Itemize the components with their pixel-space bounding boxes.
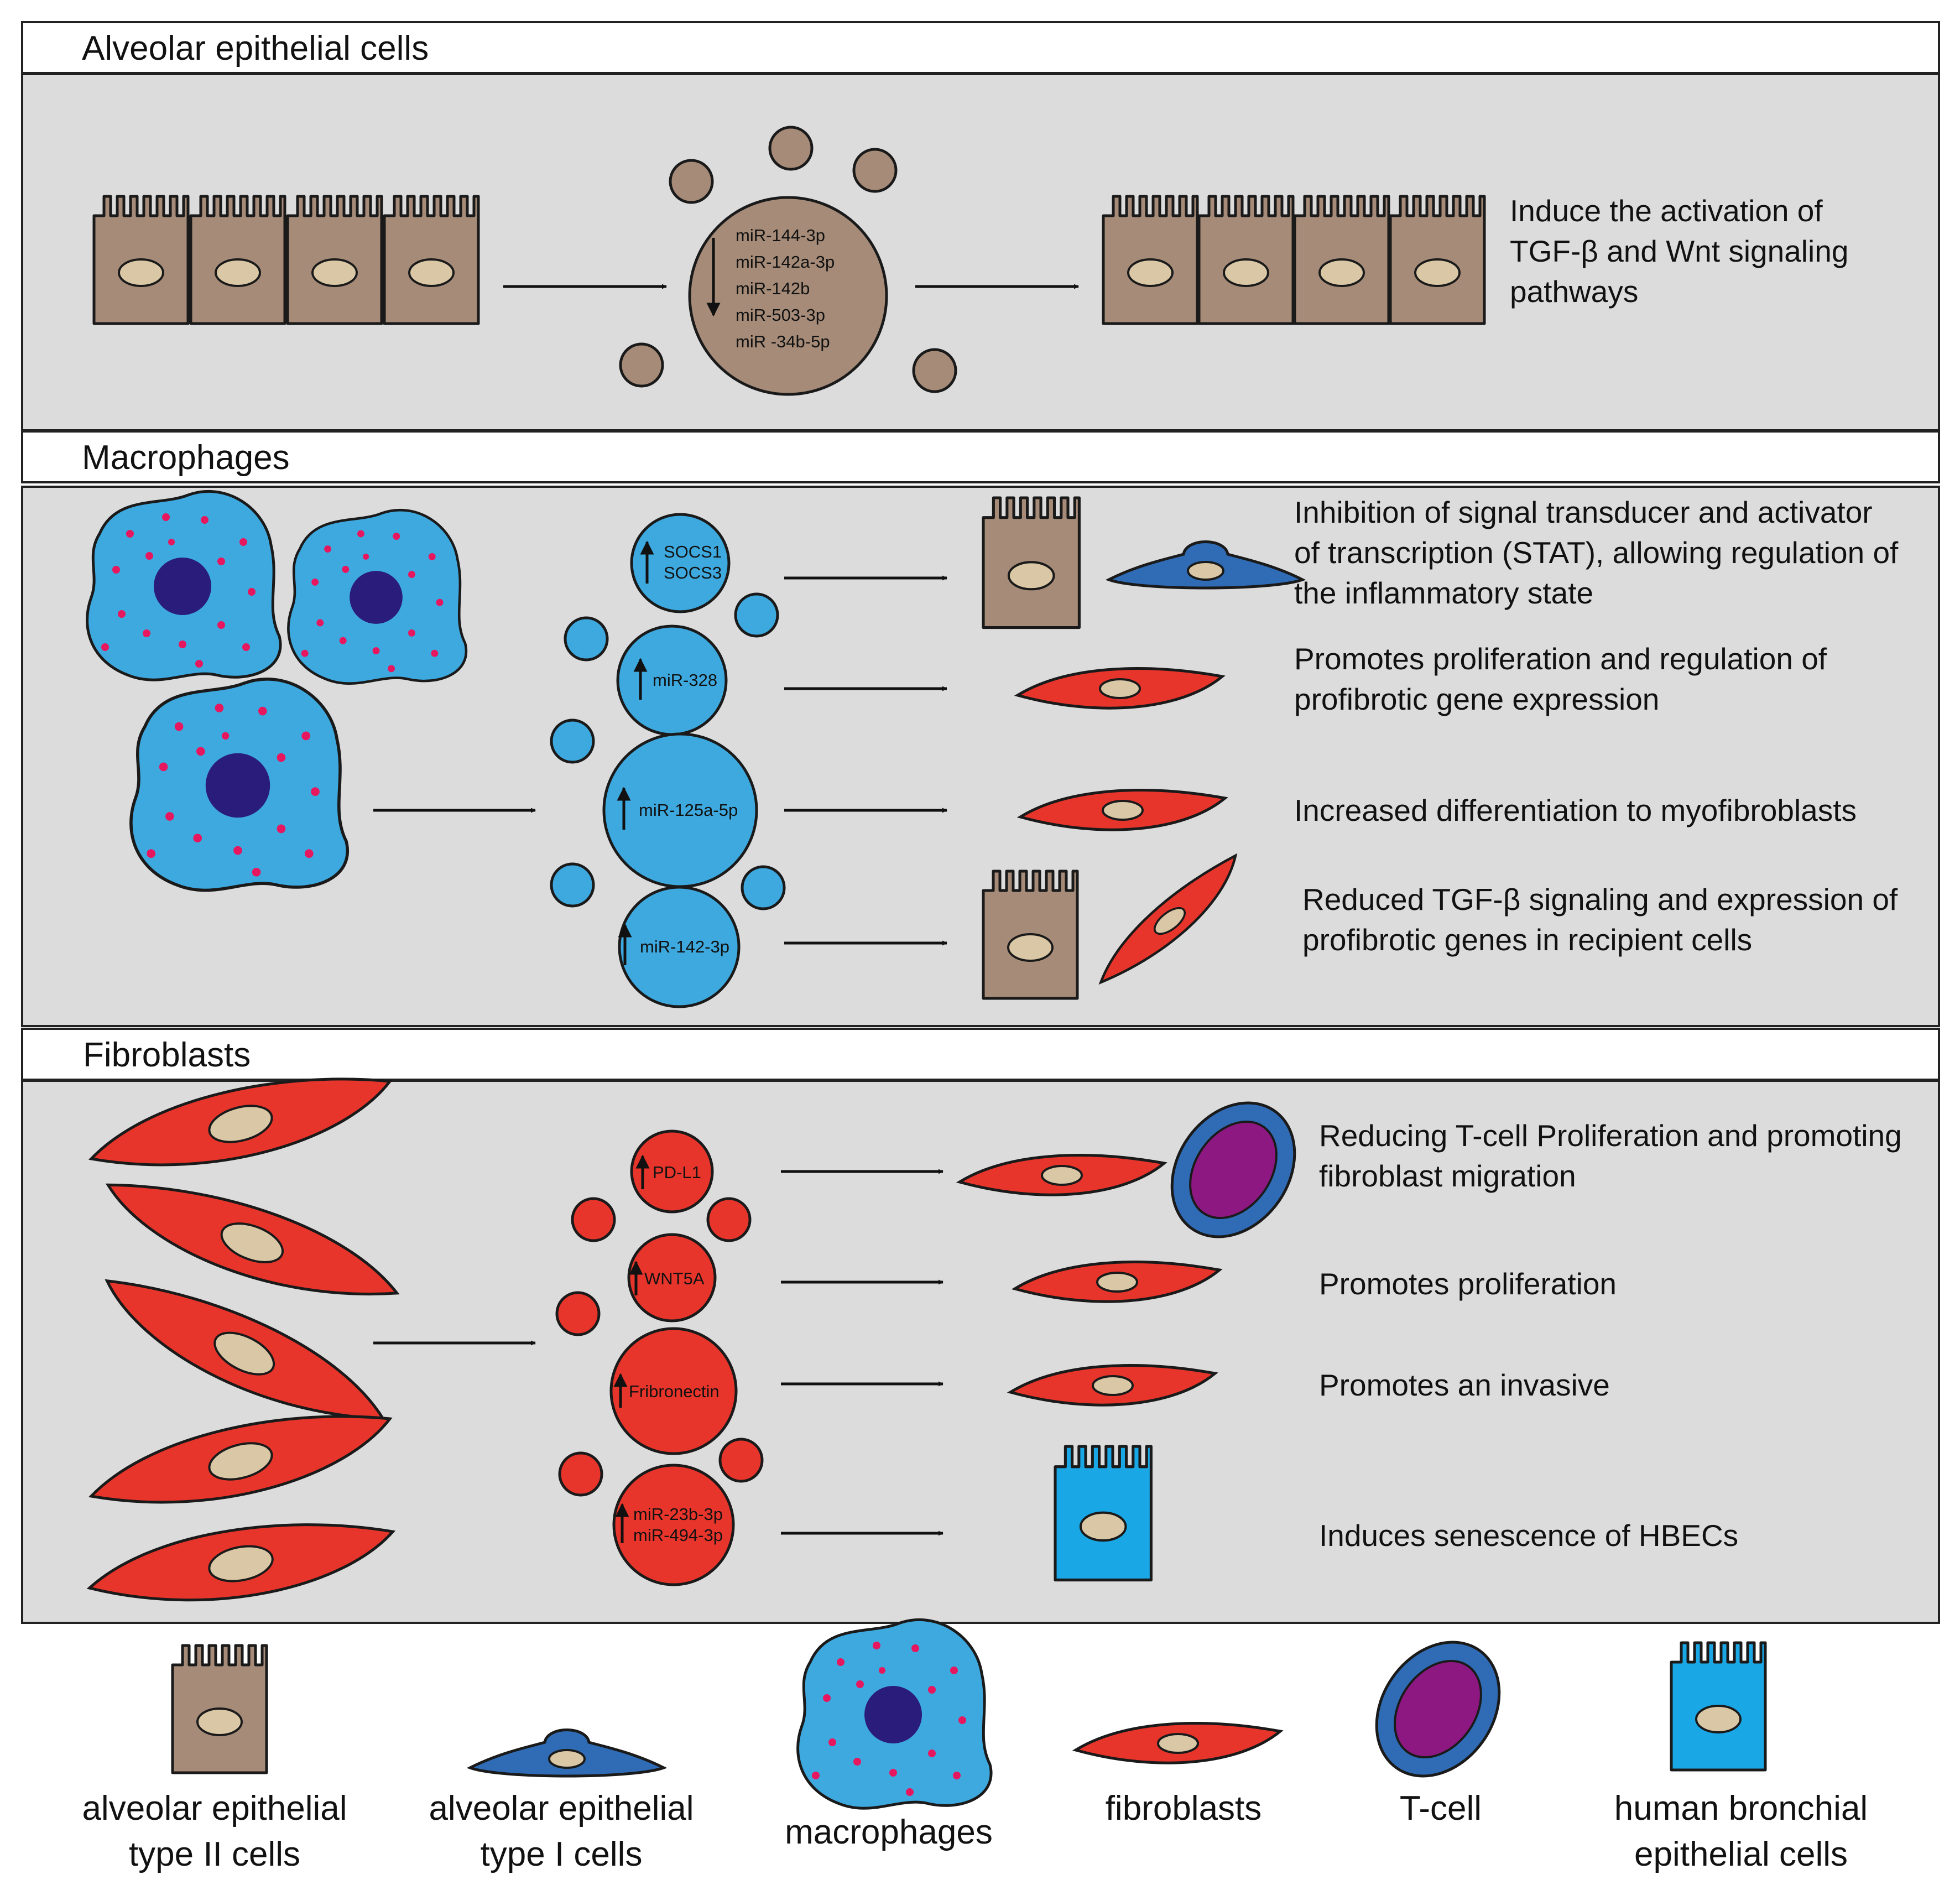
exosome-cluster: miR-144-3p miR-142a-3p miR-142b miR-503-… [619, 126, 957, 396]
outcome-text: fibroblast migration [1319, 1159, 1576, 1193]
legend-label: alveolar epithelial [82, 1789, 347, 1827]
outcome-text: of transcription (STAT), allowing regula… [1294, 535, 1899, 570]
cargo-label: miR-494-3p [633, 1525, 723, 1545]
alveolar-type-i-cell-icon [470, 1730, 664, 1777]
macrophage-icon [131, 679, 347, 891]
outcome-text: profibrotic genes in recipient cells [1302, 923, 1752, 957]
cargo-label: miR -34b-5p [736, 332, 830, 351]
legend: alveolar epithelial type II cells alveol… [82, 1618, 1868, 1873]
legend-label: macrophages [785, 1813, 993, 1851]
outcome-text: profibrotic gene expression [1294, 682, 1659, 716]
alveolar-cell-row-right [1103, 196, 1484, 324]
legend-label: epithelial cells [1634, 1835, 1848, 1873]
cargo-label: miR-23b-3p [633, 1504, 723, 1524]
macrophage-icon [87, 491, 280, 680]
section-alveolar: Alveolar epithelial cells miR-144-3p miR… [21, 21, 1940, 431]
macrophage-icon [288, 510, 466, 683]
outcome-text: Induce the activation of [1510, 194, 1823, 228]
alveolar-cell-row-left [94, 196, 478, 324]
legend-label: fibroblasts [1106, 1789, 1262, 1827]
alveolar-type-ii-cell-icon [173, 1646, 267, 1773]
legend-item: alveolar epithelial type I cells [429, 1730, 694, 1873]
alveolar-type-ii-cell-icon [983, 498, 1079, 628]
exosome-cluster: PD-L1 WNT5A Fribronectin miR-23b-3p miR-… [555, 1129, 764, 1586]
outcome-text: Increased differentiation to myofibrobla… [1294, 793, 1857, 827]
cargo-label: miR-144-3p [736, 226, 825, 245]
outcome-text: Reduced TGF-β signaling and expression o… [1302, 882, 1898, 917]
outcome-text: Promotes proliferation and regulation of [1294, 642, 1827, 676]
outcome-text: the inflammatory state [1294, 576, 1593, 610]
cargo-label: miR-125a-5p [639, 800, 738, 820]
cargo-label: SOCS1 [664, 542, 722, 561]
legend-label: T-cell [1400, 1789, 1482, 1827]
cargo-label: Fribronectin [629, 1382, 720, 1401]
cargo-label: miR-142-3p [640, 937, 729, 956]
section-fibroblasts: Fibroblasts PD-L1 WNT5A Fribronectin mi [21, 1028, 1940, 1624]
legend-item: human bronchial epithelial cells [1614, 1643, 1868, 1873]
cargo-label: miR-142b [736, 279, 810, 298]
legend-label: type II cells [129, 1835, 300, 1873]
outcome-text: pathways [1510, 274, 1638, 309]
cargo-label: PD-L1 [653, 1163, 701, 1182]
cargo-label: miR-328 [653, 670, 717, 690]
section-title: Fibroblasts [83, 1036, 251, 1074]
fibroblast-icon [1076, 1724, 1280, 1763]
legend-item: macrophages [785, 1620, 993, 1851]
outcome-text: Promotes proliferation [1319, 1267, 1617, 1301]
outcome-text: Promotes an invasive [1319, 1368, 1610, 1402]
alveolar-type-ii-cell-icon [983, 871, 1077, 998]
section-macrophages: Macrophages SOCS1 SOCS3 miR-328 miR-125a… [21, 430, 1940, 1027]
legend-item: fibroblasts [1076, 1724, 1280, 1827]
hbec-icon [1055, 1446, 1151, 1580]
cargo-label: SOCS3 [664, 563, 722, 582]
legend-item: alveolar epithelial type II cells [82, 1646, 347, 1873]
outcome-text: Induces senescence of HBECs [1319, 1518, 1738, 1553]
section-title: Alveolar epithelial cells [82, 29, 429, 67]
cargo-label: miR-142a-3p [736, 252, 835, 272]
hbec-icon [1671, 1643, 1765, 1770]
t-cell-icon [1352, 1618, 1525, 1800]
legend-label: type I cells [481, 1835, 643, 1873]
outcome-text: Inhibition of signal transducer and acti… [1294, 495, 1873, 529]
cargo-label: WNT5A [644, 1269, 705, 1288]
outcome-text: Reducing T-cell Proliferation and promot… [1319, 1118, 1902, 1153]
legend-label: alveolar epithelial [429, 1789, 694, 1827]
macrophage-icon [798, 1620, 991, 1808]
legend-label: human bronchial [1614, 1789, 1868, 1827]
legend-item: T-cell [1352, 1618, 1525, 1827]
outcome-text: TGF-β and Wnt signaling [1510, 234, 1848, 268]
section-title: Macrophages [82, 439, 290, 477]
exosome-cluster: SOCS1 SOCS3 miR-328 miR-125a-5p miR-142-… [550, 513, 786, 1008]
cargo-label: miR-503-3p [736, 305, 825, 325]
